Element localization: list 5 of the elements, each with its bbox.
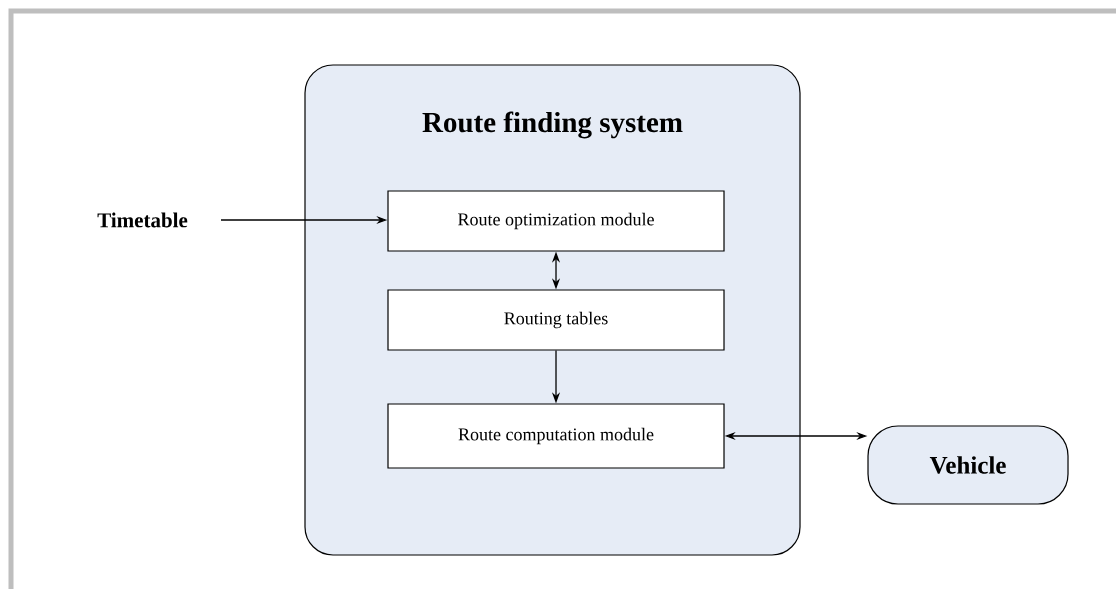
module-box: Route computation module — [387, 403, 725, 469]
module-box: Route optimization module — [387, 190, 725, 252]
module-box: Routing tables — [387, 289, 725, 351]
vehicle-box: Vehicle — [867, 425, 1069, 505]
input-label: Timetable — [97, 212, 188, 228]
